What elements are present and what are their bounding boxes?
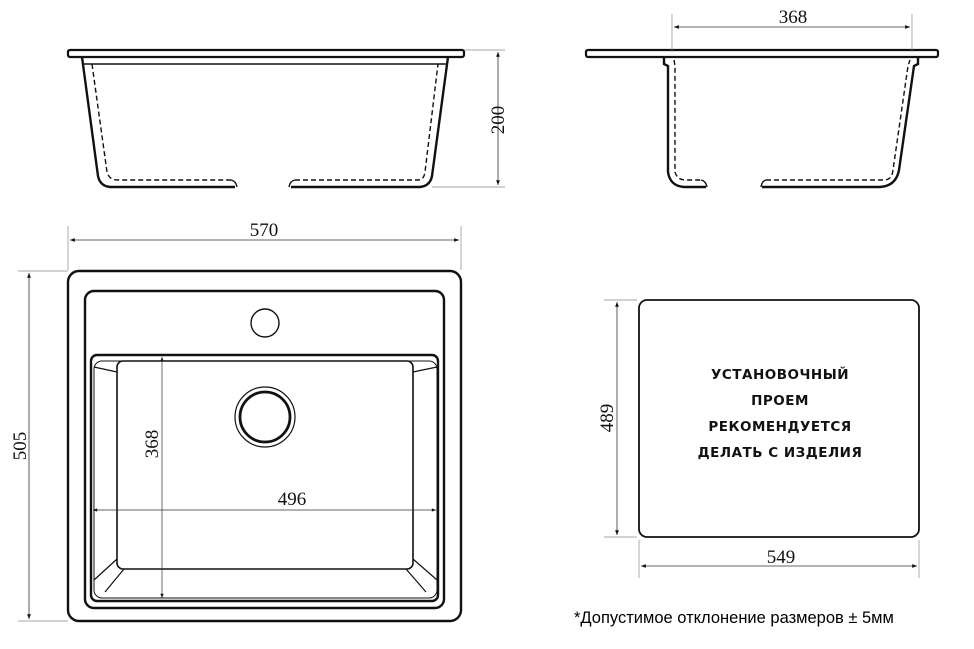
cutout-height-label-489: 489	[597, 404, 618, 433]
bowl-width-label-496: 496	[278, 489, 307, 510]
cutout-note-line: УСТАНОВОЧНЫЙ	[710, 367, 849, 383]
tolerance-note: *Допустимое отклонение размеров ± 5мм	[574, 609, 894, 627]
profile-side-view	[584, 14, 940, 189]
tap-hole-icon	[250, 308, 280, 338]
height-label-505: 505	[10, 432, 31, 461]
top-view	[18, 226, 463, 623]
bowl-height-label-368: 368	[142, 430, 163, 459]
cutout-width-label-549: 549	[767, 547, 796, 568]
width-label-368: 368	[779, 7, 808, 28]
cutout-note: УСТАНОВОЧНЫЙ ПРОЕМ РЕКОМЕНДУЕТСЯ ДЕЛАТЬ …	[640, 362, 920, 466]
height-label-200: 200	[488, 106, 509, 135]
cutout-note-line: ДЕЛАТЬ С ИЗДЕЛИЯ	[697, 445, 863, 461]
cutout-note-line: РЕКОМЕНДУЕТСЯ	[708, 419, 852, 435]
cutout-note-line: ПРОЕМ	[751, 393, 809, 409]
width-label-570: 570	[250, 220, 279, 241]
cutout-template	[604, 299, 920, 578]
drain-icon	[234, 386, 296, 448]
front-side-view	[66, 48, 505, 189]
